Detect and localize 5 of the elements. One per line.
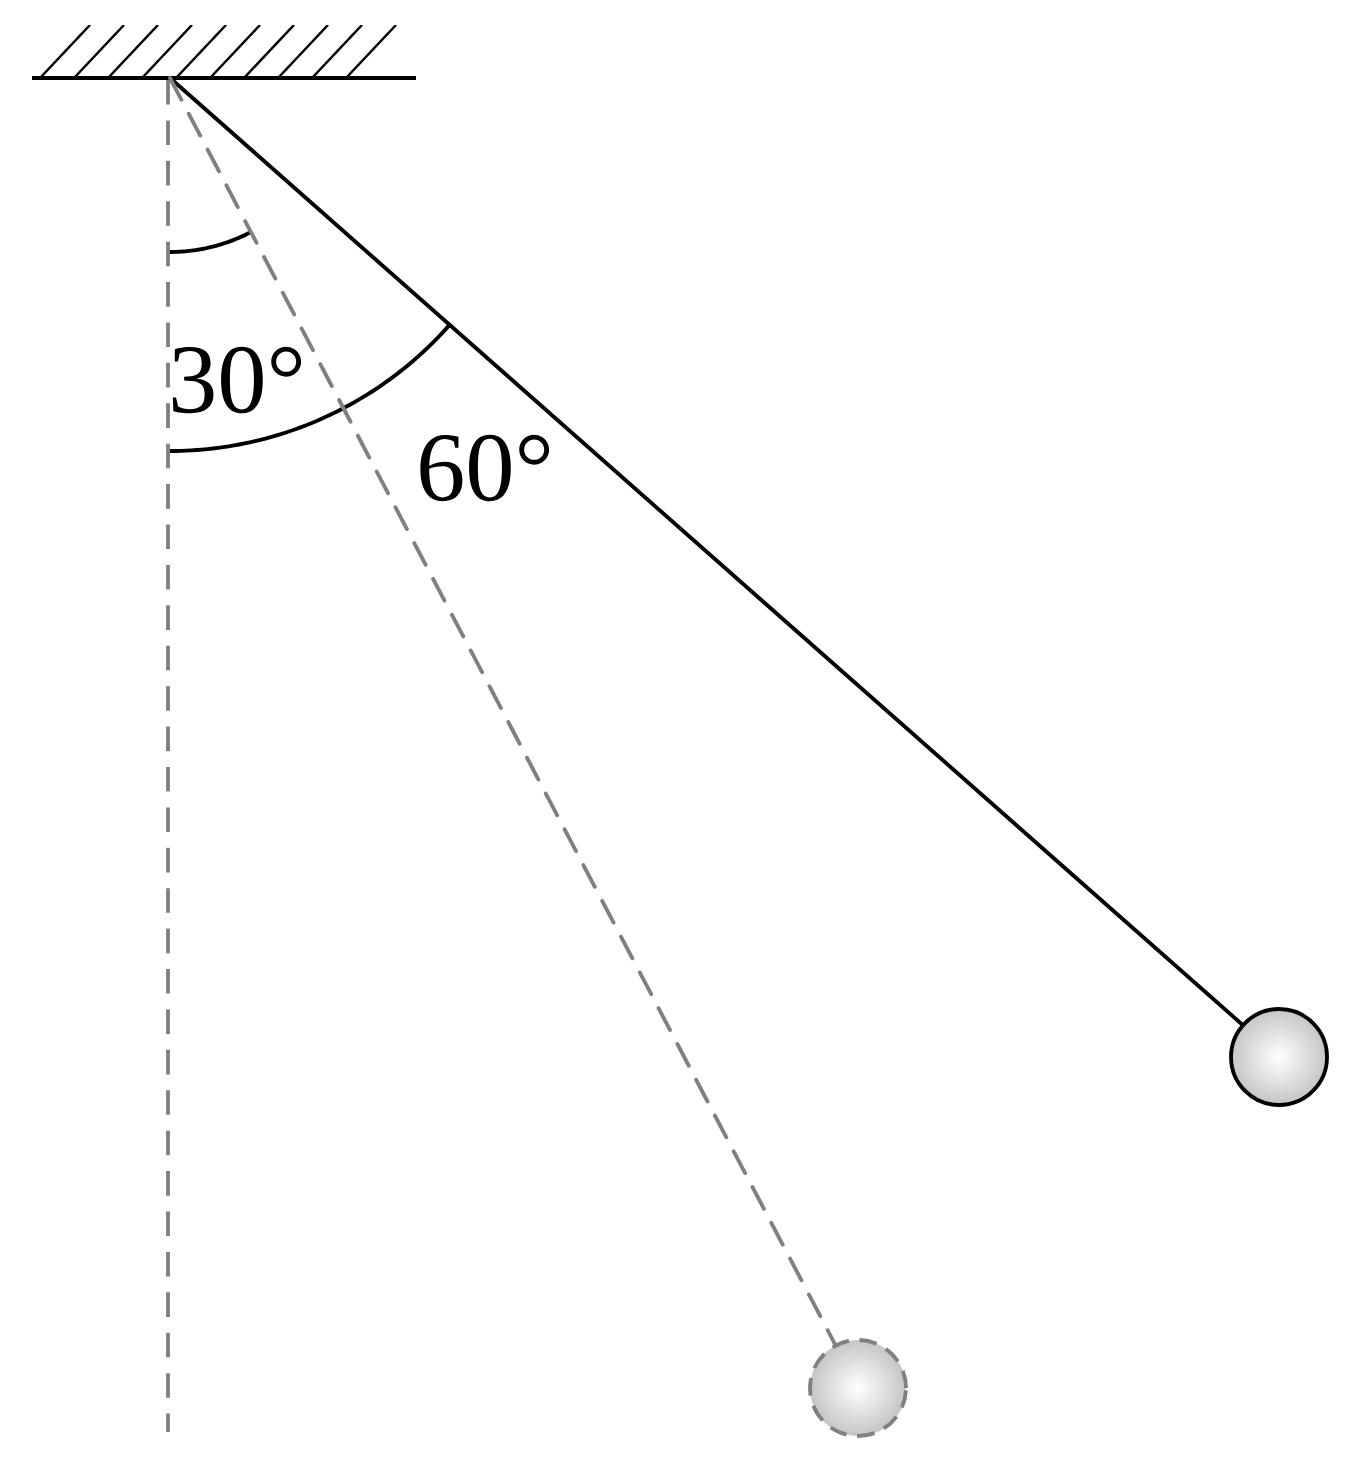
ball bbox=[808, 1338, 908, 1438]
ball bbox=[1229, 1007, 1329, 1107]
ceiling-drawing bbox=[32, 25, 416, 80]
angle-label: 60° bbox=[420, 434, 550, 502]
angle-label: 30° bbox=[172, 346, 302, 414]
